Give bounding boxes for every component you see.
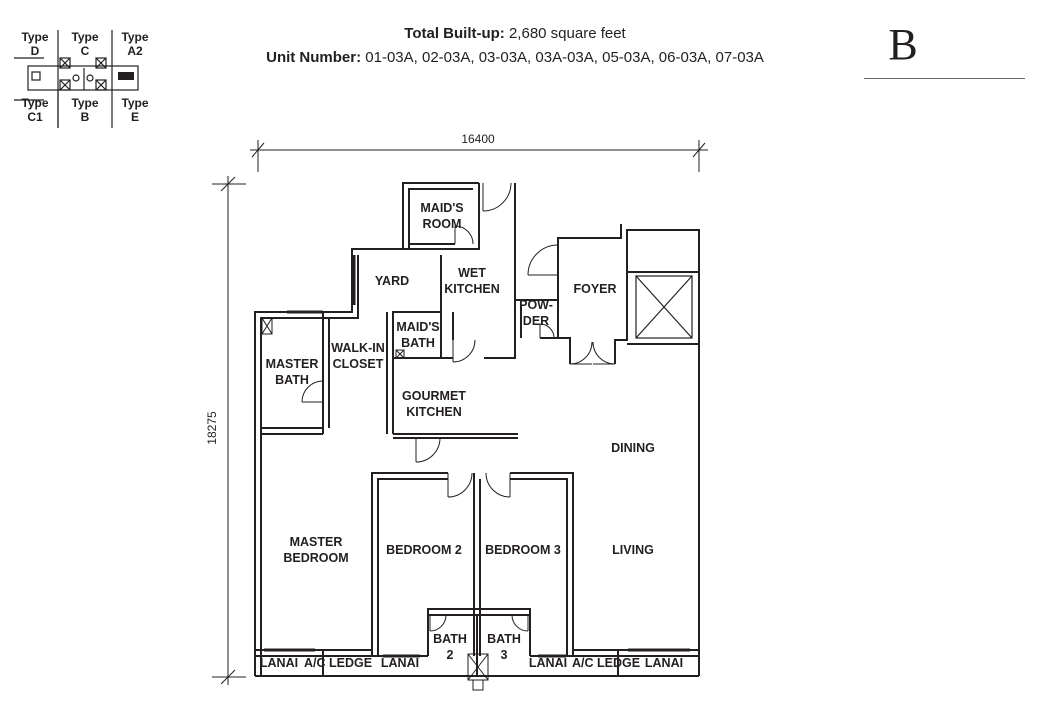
unit-number-line: Unit Number: 01-03A, 02-03A, 03-03A, 03A…	[230, 46, 800, 70]
label-foyer: FOYER	[573, 282, 616, 296]
unit-header: Total Built-up: 2,680 square feet Unit N…	[230, 22, 800, 70]
height-dimension-label: 18275	[205, 411, 219, 445]
label-bedroom-2: BEDROOM 2	[386, 543, 462, 557]
unit-type-letter: B	[888, 20, 918, 69]
label-ac-ledge-2: A/C LEDGE	[572, 656, 640, 670]
label-lanai-3: LANAI	[529, 656, 567, 670]
label-bedroom-3: BEDROOM 3	[485, 543, 561, 557]
label-dining: DINING	[611, 441, 655, 455]
unit-type-rule	[864, 78, 1025, 79]
walls	[254, 182, 700, 677]
label-lanai-4: LANAI	[645, 656, 683, 670]
key-plan-highlight	[118, 72, 134, 80]
width-dimension-label: 16400	[461, 132, 495, 146]
unit-number-value: 01-03A, 02-03A, 03-03A, 03A-03A, 05-03A,…	[365, 49, 764, 66]
windows	[264, 255, 690, 658]
builtup-value: 2,680 square feet	[508, 25, 626, 42]
builtup-label: Total Built-up:	[404, 25, 505, 42]
label-powder: POW-DER	[519, 298, 553, 328]
service-ducts	[261, 317, 489, 691]
door-swings	[301, 182, 616, 632]
label-lanai-1: LANAI	[260, 656, 298, 670]
label-lanai-2: LANAI	[381, 656, 419, 670]
unit-number-label: Unit Number:	[266, 49, 362, 66]
width-dimension	[250, 140, 708, 172]
label-living: LIVING	[612, 543, 654, 557]
height-dimension	[212, 176, 246, 685]
label-ac-ledge-1: A/C LEDGE	[304, 656, 372, 670]
key-plan-drawing	[14, 30, 139, 128]
lift-shaft	[635, 275, 693, 339]
label-yard: YARD	[375, 274, 409, 288]
builtup-line: Total Built-up: 2,680 square feet	[230, 22, 800, 46]
